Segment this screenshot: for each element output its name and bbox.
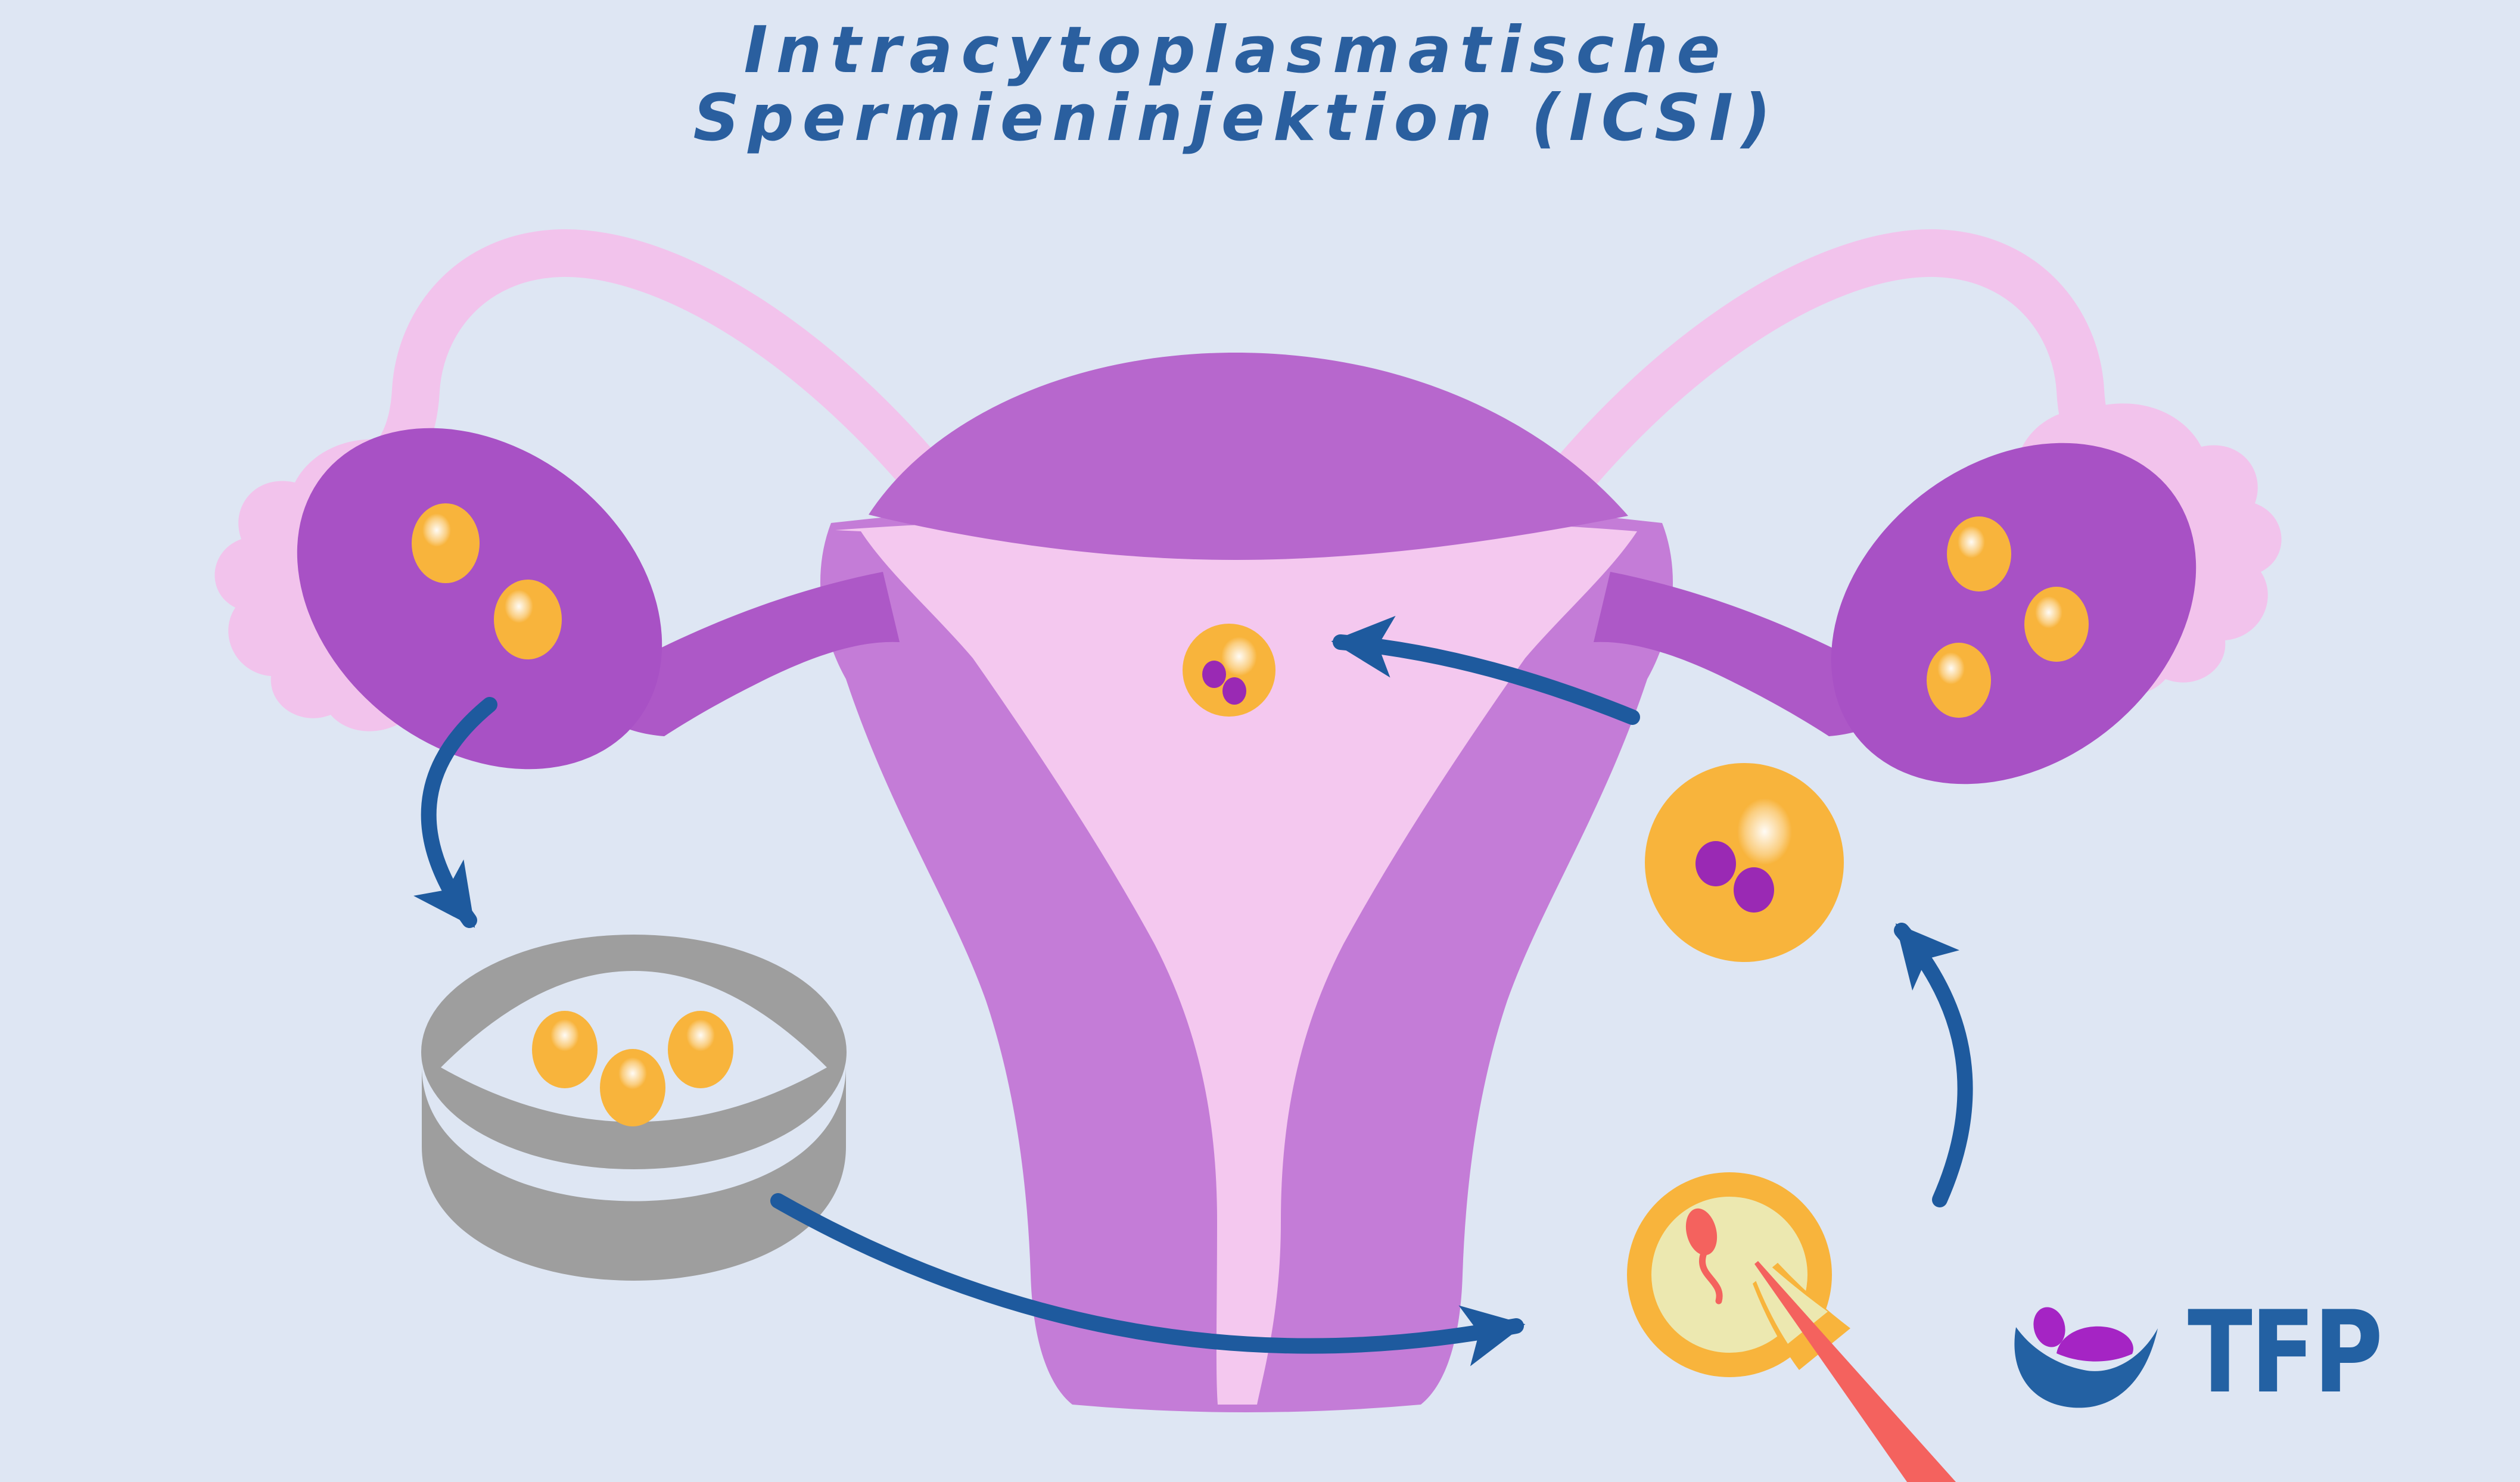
- ovary-right-body: [1831, 443, 2197, 784]
- ovary-left: [297, 428, 662, 770]
- ovary-right: [1831, 443, 2197, 784]
- arrow-injection-to-fertilized-egg: [1894, 923, 1973, 1207]
- sperm-head: [1685, 1208, 1718, 1256]
- arrow-ovary-to-dish: [413, 697, 497, 928]
- uterine-cavity: [835, 517, 1637, 1405]
- egg-highlight: [1937, 652, 1965, 684]
- petri-dish-body: [422, 1066, 846, 1281]
- pronucleus: [1734, 867, 1774, 913]
- petri-dish-opening: [441, 971, 827, 1122]
- pronucleus: [1695, 841, 1736, 886]
- embryo-in-uterus: [1183, 624, 1275, 717]
- ovary-left-body: [297, 428, 662, 770]
- egg-highlight: [1221, 637, 1257, 676]
- arrow-dish-to-injection: [770, 1193, 1526, 1366]
- egg-highlight: [2035, 596, 2062, 628]
- ovum: [494, 580, 562, 659]
- fallopian-tube-left: [350, 229, 995, 560]
- egg-highlight: [686, 1019, 715, 1051]
- uterus-fundus: [869, 353, 1628, 560]
- title-line-1: Intracytoplasmatische: [743, 13, 1729, 88]
- pronucleus: [1202, 661, 1226, 688]
- fertilized-egg: [1645, 763, 1844, 962]
- fertilized-egg-body: [1645, 763, 1844, 962]
- cornu-left: [573, 572, 900, 736]
- icsi-injection: [1627, 1172, 1956, 1482]
- title-line-2: Spermieninjektion (ICSI): [693, 81, 1779, 156]
- logo-figure: [2057, 1326, 2133, 1362]
- injection-needle: [1754, 1261, 1956, 1482]
- egg-highlight: [1958, 526, 1985, 558]
- egg-highlight: [1737, 798, 1792, 865]
- tfp-logo-icon: [2014, 1307, 2158, 1408]
- egg-highlight: [505, 590, 533, 623]
- sperm-tail: [1699, 1250, 1723, 1304]
- ovum: [412, 503, 480, 583]
- petri-dish: [421, 935, 847, 1281]
- sperm-icon: [1685, 1208, 1723, 1304]
- egg-highlight: [550, 1019, 579, 1051]
- logo-egg: [2033, 1307, 2065, 1347]
- egg-highlight: [618, 1057, 647, 1089]
- arrow-fertilized-egg-to-uterus: [1331, 615, 1640, 725]
- pronucleus: [1222, 677, 1246, 705]
- page-title: Intracytoplasmatische Spermieninjektion …: [0, 13, 2472, 156]
- egg-highlight: [422, 513, 451, 547]
- logo-swoosh: [2014, 1327, 2158, 1408]
- logo-text: TFP: [2188, 1287, 2383, 1418]
